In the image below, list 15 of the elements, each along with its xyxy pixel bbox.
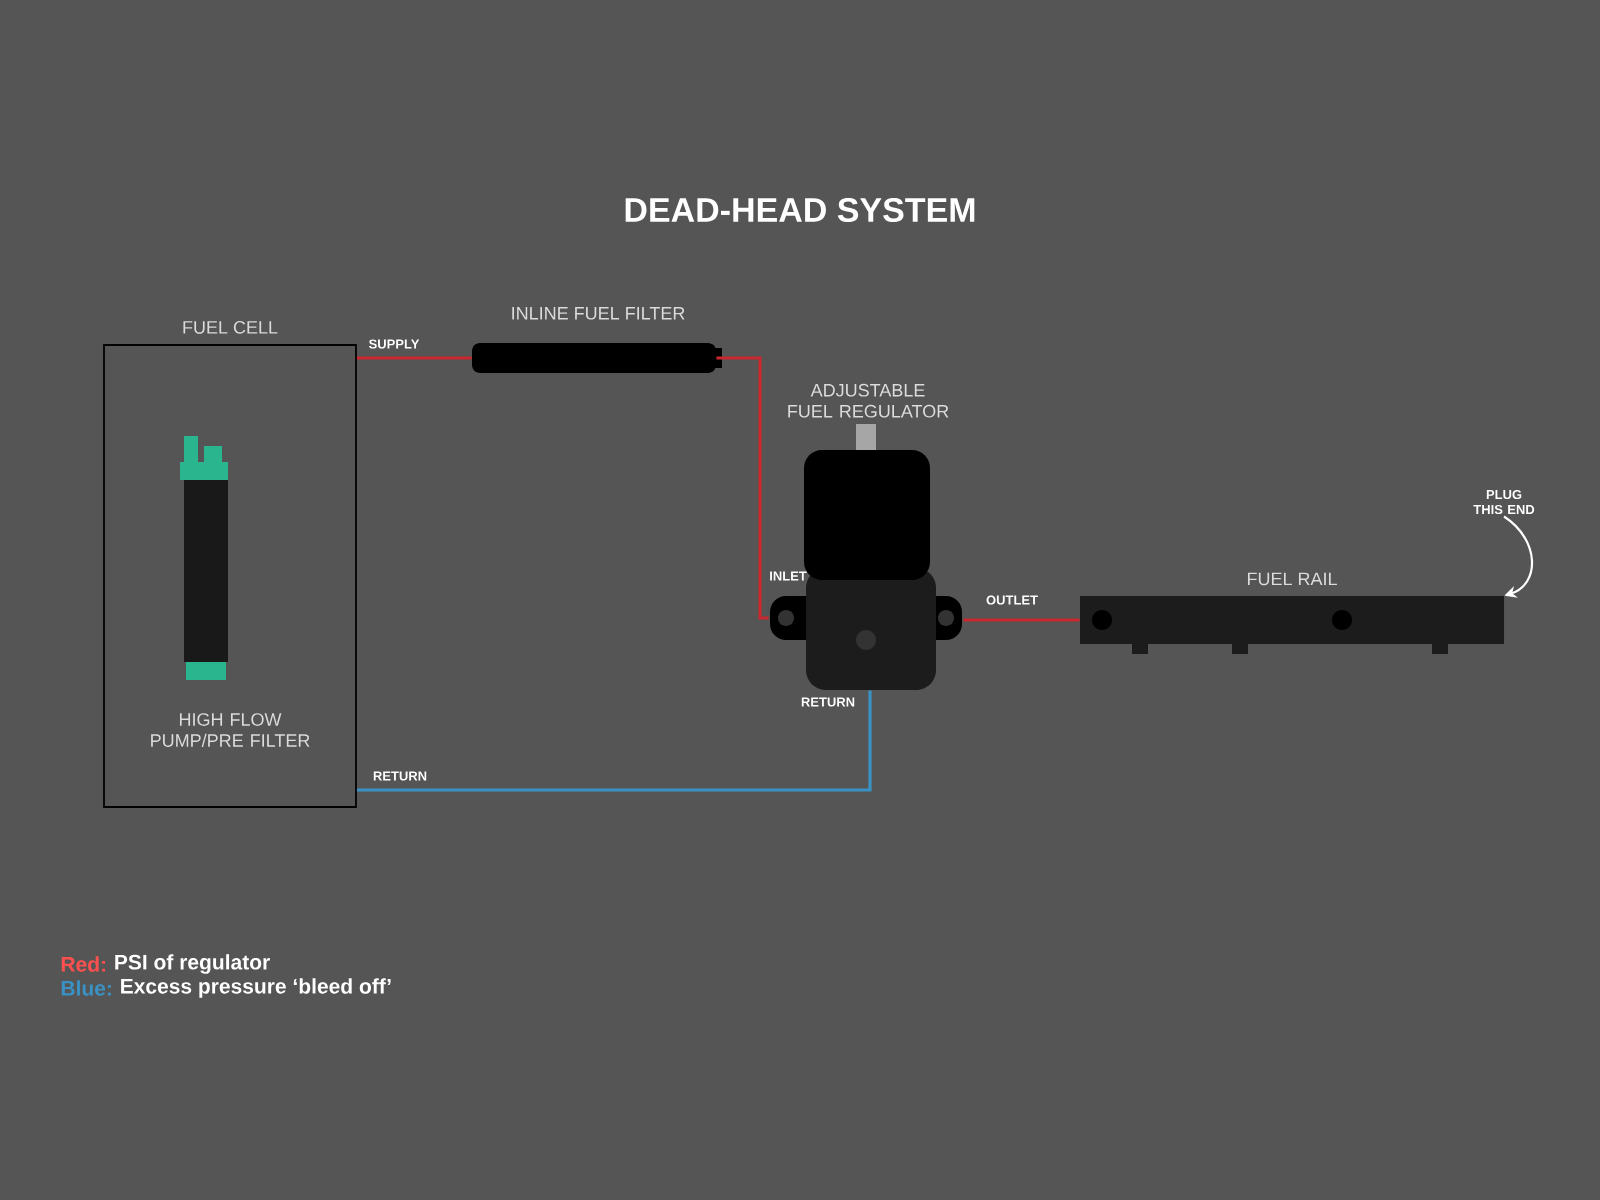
heading-label: ADJUSTABLE FUEL REGULATOR bbox=[788, 383, 949, 418]
pipe-line bbox=[716, 356, 769, 620]
pipe-line bbox=[356, 690, 872, 792]
pump-label: HIGH FLOW PUMP/PRE FILTER bbox=[151, 713, 310, 747]
title: DEAD-HEAD SYSTEM bbox=[625, 197, 975, 223]
heading-label: FUEL RAIL bbox=[1248, 572, 1337, 586]
heading-label: INLINE FUEL FILTER bbox=[512, 307, 685, 320]
legend-key: Blue: bbox=[61, 980, 111, 996]
legend-key: Red: bbox=[61, 956, 106, 972]
pipe-line bbox=[356, 356, 472, 360]
heading-label: FUEL CELL bbox=[183, 320, 278, 334]
pipe-line bbox=[1503, 515, 1534, 598]
legend-text: PSI of regulator bbox=[115, 954, 270, 974]
legend-text: Excess pressure ‘bleed off’ bbox=[121, 978, 391, 998]
pipe-line bbox=[963, 618, 1080, 622]
